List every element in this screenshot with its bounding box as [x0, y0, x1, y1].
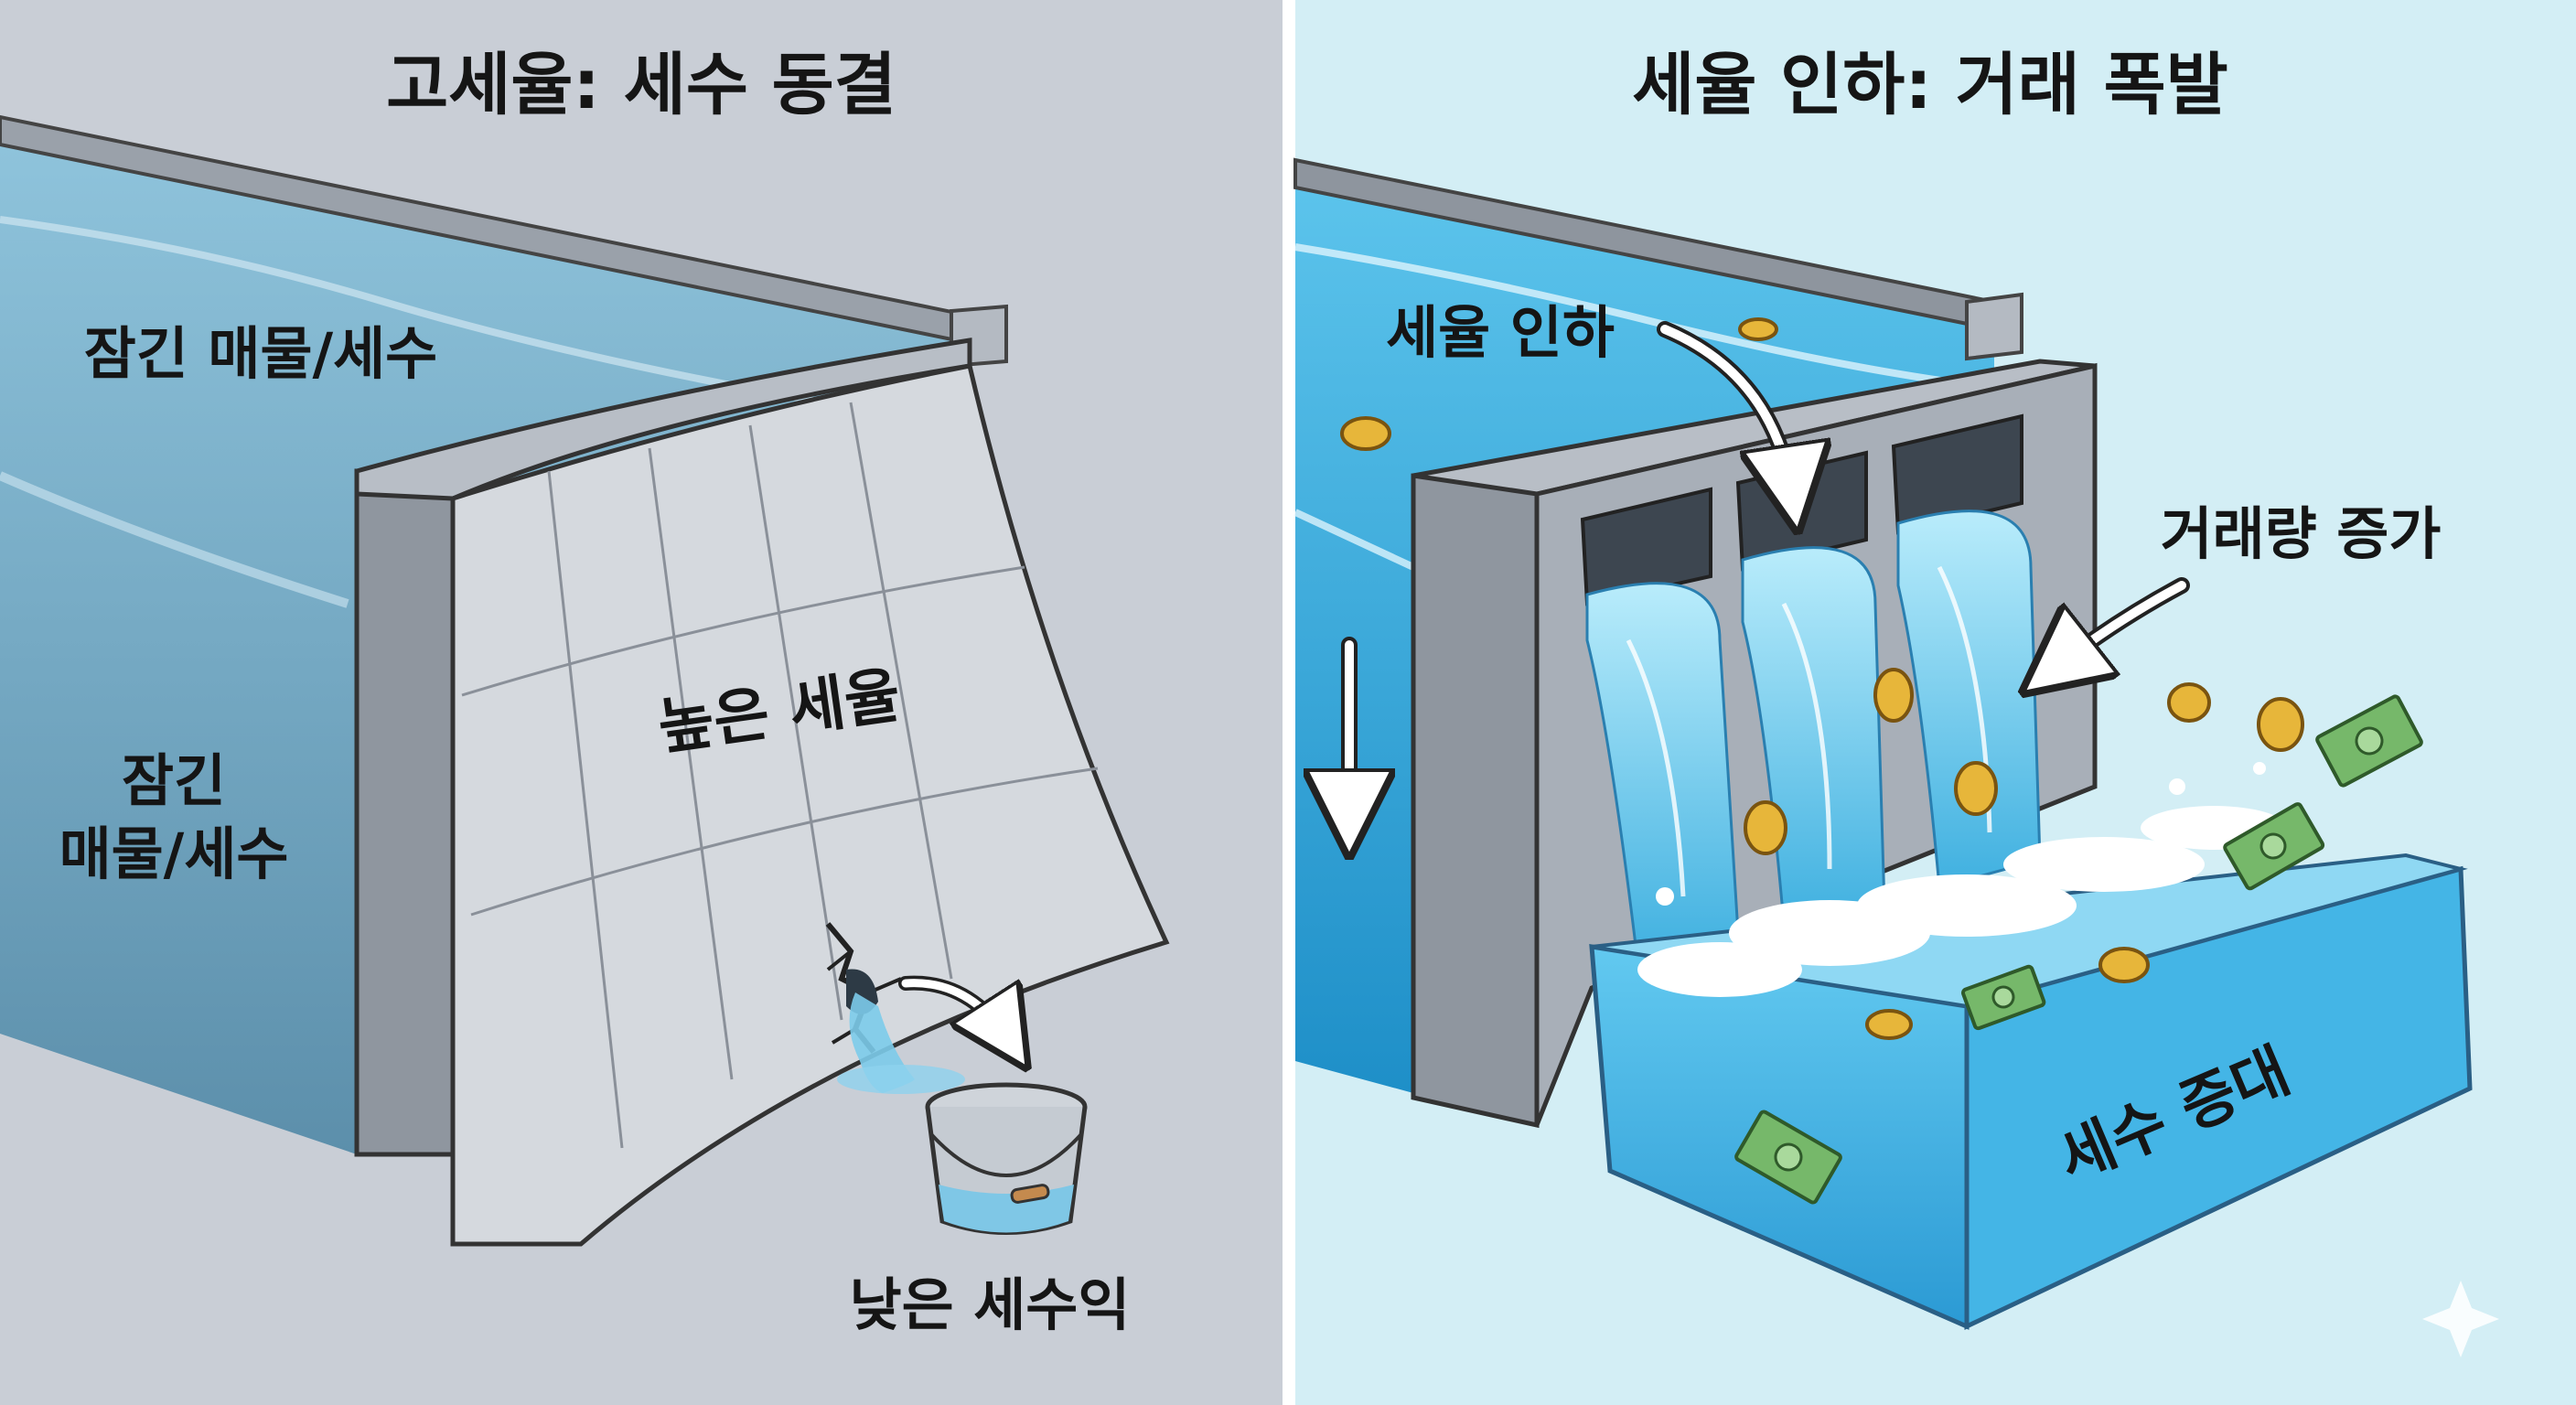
dam-side — [1411, 464, 1540, 1129]
waterfalls — [1585, 509, 2042, 962]
bucket-label: 낮은 세수익 — [850, 1271, 1131, 1338]
tax-cut-label: 세율 인하 — [1386, 299, 1615, 366]
overflow-pool — [1589, 853, 2473, 1330]
water-ripple — [0, 471, 349, 608]
right-panel: 세율 인하: 거래 폭발 세율 인하 거래량 증가 세수 증대 — [1293, 0, 2576, 1405]
dam-panel-lines — [461, 402, 1099, 1149]
water-ripple — [0, 216, 824, 406]
dam-top — [354, 338, 972, 501]
volume-label: 거래량 증가 — [2161, 500, 2442, 567]
sparkle-icon — [2422, 1281, 2499, 1357]
right-title: 세율 인하: 거래 폭발 — [1632, 46, 2228, 124]
dam-post — [1965, 292, 2023, 361]
bucket-icon — [925, 1082, 1088, 1235]
arrows — [1349, 321, 2190, 823]
panel-divider — [1283, 0, 1295, 1405]
water-ripple — [1293, 509, 1415, 571]
dam-side — [354, 468, 456, 1157]
banknote-icon — [1734, 694, 2423, 1205]
water-puddle — [837, 1065, 965, 1094]
water-ripple — [1294, 243, 1968, 388]
reservoir-label-side-line2: 매물/세수 — [59, 820, 289, 887]
left-panel: 고세율: 세수 동결 잠긴 매물/세수 잠긴 매물/세수 높은 세율 낮은 세수… — [0, 0, 1283, 1405]
coin-icon — [1340, 317, 2304, 1040]
reservoir-label-side-line1: 잠긴 — [122, 747, 226, 814]
leak-arrow — [901, 979, 1011, 1043]
reservoir-label-top: 잠긴 매물/세수 — [84, 320, 437, 387]
left-title: 고세율: 세수 동결 — [386, 46, 896, 124]
splash-foam — [1637, 762, 2287, 997]
